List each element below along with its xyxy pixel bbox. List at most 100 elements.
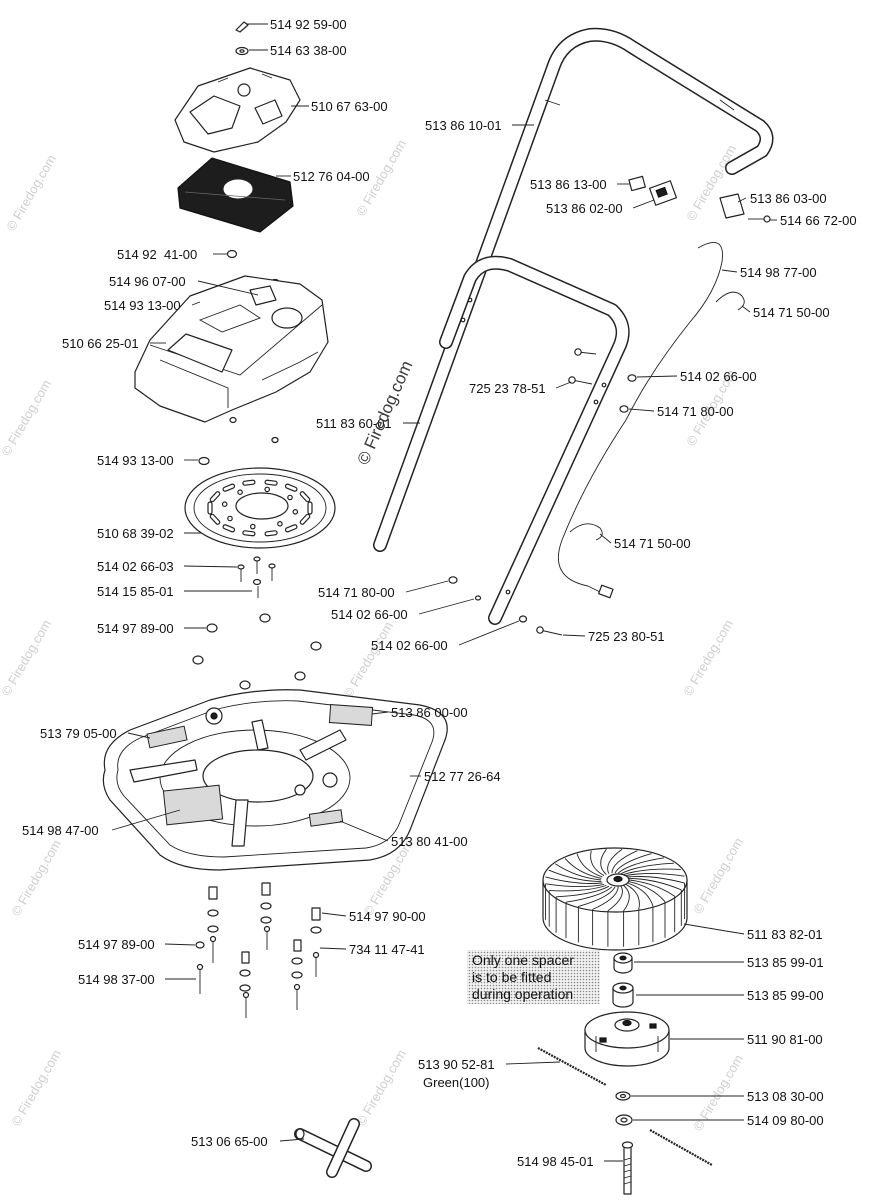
impeller-fan — [542, 847, 688, 951]
part-label: 514 98 77-00 — [740, 265, 817, 280]
fan-vane — [628, 881, 666, 902]
disk-slot — [242, 479, 256, 486]
cutter-labels: 511 83 82-01 513 85 99-01 513 85 99-00 5… — [418, 923, 824, 1169]
disk-screws — [237, 556, 276, 598]
disk-slot — [264, 530, 278, 537]
leader-line — [418, 598, 475, 615]
motor-disk — [184, 467, 336, 549]
leader-line — [164, 943, 196, 946]
disk-slot — [307, 501, 313, 515]
fan-vane — [548, 869, 602, 883]
leader-line — [111, 809, 181, 831]
leader-line — [321, 912, 347, 917]
fan-vane — [555, 863, 602, 881]
part-label: 514 98 47-00 — [22, 823, 99, 838]
part-label: 513 85 99-01 — [747, 955, 824, 970]
part-label: 513 79 05-00 — [40, 726, 117, 741]
part-label: 514 71 50-00 — [614, 536, 691, 551]
disk-hole — [221, 501, 228, 508]
part-label: 514 71 80-00 — [318, 585, 395, 600]
leader-line — [599, 533, 612, 544]
leader-line — [183, 565, 238, 568]
motor-housing — [134, 275, 329, 423]
spacers-and-screws — [195, 882, 322, 1018]
top-washer — [235, 46, 249, 56]
disk-slot — [209, 491, 221, 503]
note-line-3: during operation — [472, 986, 573, 1002]
fan-vane — [627, 882, 654, 907]
watermark-text: © Firedog.com — [690, 835, 746, 917]
fan-vane — [545, 876, 603, 884]
handle-labels: 513 86 10-01 513 86 13-00 513 86 02-00 5… — [316, 118, 857, 653]
upper-handle — [373, 27, 774, 552]
disk-slot — [222, 524, 236, 533]
part-label: 514 02 66-00 — [680, 369, 757, 384]
leader-line — [458, 620, 520, 646]
cable-clip-lower — [569, 523, 603, 541]
lower-fasteners — [448, 576, 563, 636]
fan-vane — [549, 885, 607, 892]
leader-line — [628, 408, 655, 412]
spanner-tool — [294, 1118, 372, 1178]
fan-vanes — [545, 848, 686, 947]
fan-vane — [617, 857, 665, 874]
part-label: 514 66 72-00 — [780, 213, 857, 228]
part-label: 514 92 59-00 — [270, 17, 347, 32]
leader-line — [737, 197, 747, 203]
note-line-2: is to be fitted — [472, 969, 551, 985]
note-line-1: Only one spacer — [472, 952, 574, 968]
leader-line — [555, 381, 572, 389]
fan-vane — [545, 883, 605, 887]
leader-line — [741, 305, 751, 313]
handle-cable — [557, 242, 723, 599]
fan-vane — [576, 853, 603, 878]
fan-vane — [556, 885, 610, 898]
top-cover — [174, 67, 301, 153]
fan-vane — [607, 848, 623, 874]
fan-vane — [600, 848, 607, 875]
fan-vane — [623, 868, 681, 875]
leader-line — [632, 199, 655, 209]
part-label: 513 86 02-00 — [546, 201, 623, 216]
part-label: 513 80 41-00 — [391, 834, 468, 849]
part-label: 514 93 13-00 — [97, 453, 174, 468]
watermark-text: © Firedog.com — [340, 619, 396, 701]
lower-handle — [439, 255, 630, 625]
part-label: 510 68 39-02 — [97, 526, 174, 541]
leader-line — [191, 301, 201, 306]
part-label: 514 02 66-03 — [97, 559, 174, 574]
watermark-text: © Firedog.com — [353, 1047, 409, 1129]
disk-slot — [299, 491, 311, 503]
disk-hole — [287, 494, 293, 501]
part-label: 514 09 80-00 — [747, 1113, 824, 1128]
watermark-text: © Firedog.com — [680, 617, 736, 699]
part-label: 510 67 63-00 — [311, 99, 388, 114]
fastener-labels: 514 97 90-00 514 97 89-00 734 11 47-41 5… — [78, 909, 426, 1149]
part-label: 512 77 26-64 — [424, 769, 501, 784]
disk-slot — [264, 479, 278, 486]
part-label: 514 15 85-01 — [97, 584, 174, 599]
part-label: 514 97 89-00 — [97, 621, 174, 636]
part-label: 514 71 50-00 — [753, 305, 830, 320]
spacer-small — [613, 952, 633, 974]
part-label: 725 23 80-51 — [588, 629, 665, 644]
leader-line — [339, 820, 389, 842]
fan-vane — [614, 853, 652, 874]
spacer-note: Only one spacer is to be fitted during o… — [467, 950, 600, 1004]
watermark-text: © Firedog.com — [690, 1052, 746, 1134]
disk-hole — [227, 515, 233, 522]
fan-vane — [565, 886, 613, 903]
hood — [102, 689, 448, 871]
part-label: 513 06 65-00 — [191, 1134, 268, 1149]
disk-slot — [284, 483, 298, 492]
leader-line — [505, 1061, 561, 1065]
part-label: 513 86 03-00 — [750, 191, 827, 206]
leader-line — [562, 634, 586, 637]
disk-slot — [284, 524, 298, 533]
handle-clip — [628, 175, 646, 192]
part-label: 514 98 37-00 — [78, 972, 155, 987]
center-bolt — [621, 1141, 634, 1195]
part-label: 514 97 90-00 — [349, 909, 426, 924]
part-label: 513 08 30-00 — [747, 1089, 824, 1104]
disk-slot — [207, 501, 213, 515]
